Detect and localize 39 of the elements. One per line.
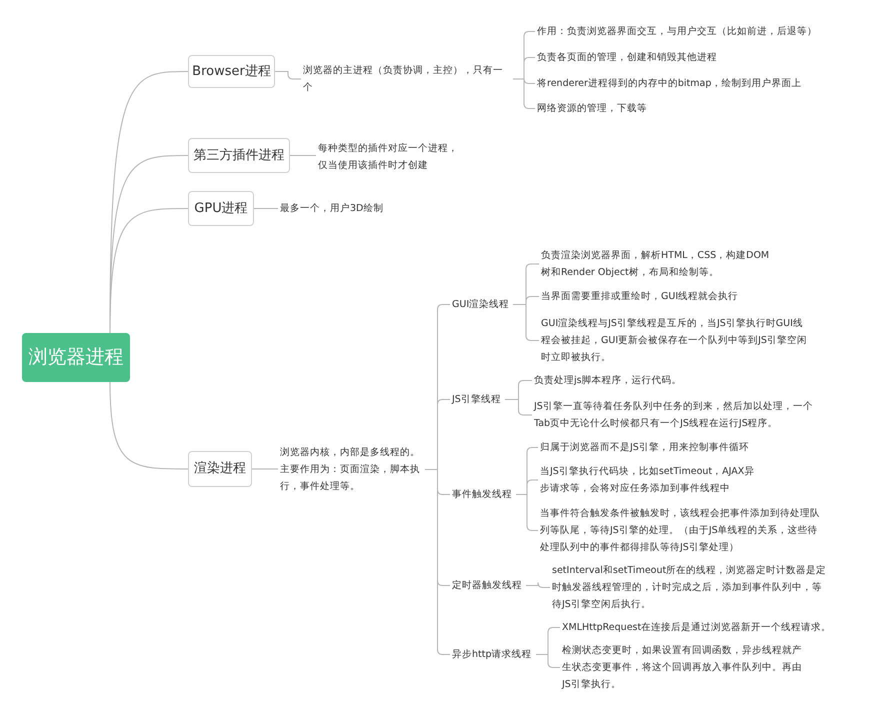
topic-text: 异步http请求线程 [450,646,534,663]
connector-line [512,304,540,341]
topic-box: Browser进程 [188,55,275,88]
topic-text: 每种类型的插件对应一个进程，仅当使用该插件时才创建 [316,140,466,174]
topic-box: 渲染进程 [188,451,252,487]
topic-text: 负责处理js脚本程序，运行代码。 [532,372,684,389]
topic-box: GPU进程 [188,191,254,226]
topic-text: JS引擎一直等待着任务队列中任务的到来，然后加以处理，一个Tab页中无论什么时候都只有一个JS线程在运行JS程序。 [532,398,827,432]
topic-text: 负责各页面的管理，创建和销毁其他进程 [535,49,835,66]
topic-text: JS引擎线程 [450,391,503,408]
topic-text: 作用：负责浏览器界面交互，与用户交互（比如前进，后退等） [535,23,835,40]
connector-line [110,382,188,470]
topic-text: GUI渲染线程与JS引擎线程是互斥的，当JS引擎执行时GUI线程会被挂起，GUI更新会被保存在一个队列中等到JS引擎空闲时立即被执行。 [539,315,814,366]
connector-line [274,71,302,80]
topic-box: 第三方插件进程 [188,138,290,173]
topic-text: 当事件符合触发条件被触发时，该线程会把事件添加到待处理队列等队尾，等待JS引擎的处理。（由于JS单线程的关系，这些待处理队列中的事件都得排队等待JS引擎处理） [538,505,828,556]
topic-text: setInterval和setTimeout所在的线程，浏览器定时计数器是定时触发器线程管理的，计时完成之后，添加到事件队列中，等待JS引擎空闲后执行。 [550,562,830,613]
topic-text: 将renderer进程得到的内存中的bitmap，绘制到用户界面上 [535,75,835,92]
connector-line [536,654,560,668]
topic-text: 定时器触发线程 [450,577,524,594]
topic-text: 浏览器的主进程（负责协调，主控），只有一个 [301,62,511,96]
topic-text: 检测状态变更时，如果设置有回调函数，异步线程就产生状态变更事件，将这个回调再放入事件队列中。再由JS引擎执行。 [560,642,810,693]
connector-line [252,468,278,470]
central-topic-box: 浏览器进程 [22,333,130,382]
connector-line [290,155,316,156]
connector-line [526,582,550,588]
topic-text: 浏览器内核，内部是多线程的。主要作用为：页面渲染，脚本执行，事件处理等。 [278,444,423,495]
topic-text: 事件触发线程 [450,486,514,503]
topic-text: 当JS引擎执行代码块，比如setTimeout，AJAX异步请求等，会将对应任务添加到事件线程中 [538,463,763,497]
topic-text: 负责渲染浏览器界面，解析HTML，CSS，构建DOM树和Render Object树，布局和绘制等。 [539,247,774,281]
connector-line [254,208,278,209]
topic-text: XMLHttpRequest在连接后是通过浏览器新开一个线程请求。 [560,619,834,636]
topic-text: 最多一个，用户3D绘制 [278,200,408,217]
connector-line [110,208,188,334]
topic-text: GUI渲染线程 [450,296,512,313]
topic-text: 归属于浏览器而不是JS引擎，用来控制事件循环 [538,439,751,456]
topic-text: 网络资源的管理，下载等 [535,100,835,117]
topic-text: 当界面需要重排或重绘时，GUI线程就会执行 [539,288,740,305]
connector-line [504,399,532,416]
